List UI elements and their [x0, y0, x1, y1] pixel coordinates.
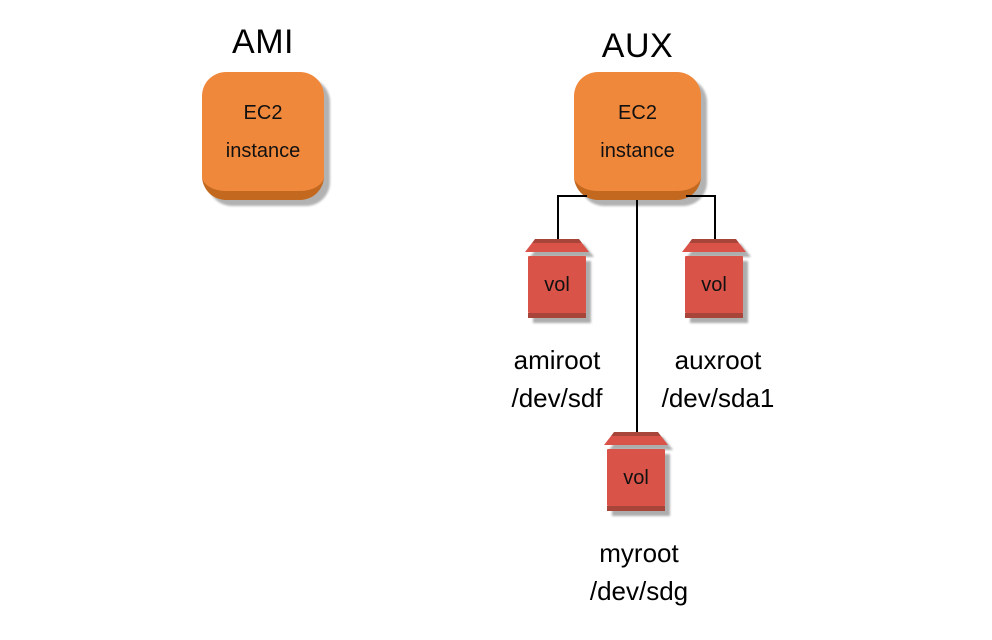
- volume-lid-edge: [611, 432, 661, 436]
- volume-device-label: /dev/sdg: [589, 576, 689, 606]
- connector-bottom-volume: [636, 200, 638, 436]
- volume-caption: amiroot /dev/sdf: [457, 341, 657, 417]
- volume-label: vol: [544, 274, 570, 296]
- volume-body: [528, 256, 586, 313]
- volume-icon: vol: [682, 239, 746, 318]
- volume-name-label: myroot: [599, 538, 679, 568]
- instance-label: instance: [225, 139, 301, 162]
- ec2-label: EC2: [243, 101, 283, 124]
- volume-base-edge: [528, 313, 586, 318]
- volume-name-label: auxroot: [674, 345, 762, 375]
- ec2-label: EC2: [618, 101, 657, 124]
- volume-caption: auxroot /dev/sda1: [618, 341, 818, 417]
- volume-name-label: amiroot: [513, 345, 601, 375]
- connector-left-volume: [557, 195, 587, 243]
- volume-device-label: /dev/sdf: [511, 383, 603, 413]
- volume-lid: [682, 243, 746, 252]
- volume-base-edge: [685, 313, 743, 318]
- volume-lid: [525, 243, 589, 252]
- volume-lid-edge: [689, 239, 739, 243]
- volume-body: [685, 256, 743, 313]
- volume-device-label: /dev/sda1: [661, 383, 775, 413]
- volume-lid: [604, 436, 668, 445]
- aux-group-title: AUX: [601, 27, 674, 65]
- volume-body: [607, 449, 665, 506]
- connector-right-volume: [686, 195, 716, 243]
- volume-caption: myroot /dev/sdg: [539, 534, 739, 610]
- instance-label: instance: [600, 139, 675, 162]
- ami-ec2-instance-node: EC2 instance: [202, 72, 324, 200]
- volume-label: vol: [623, 467, 649, 489]
- volume-icon: vol: [525, 239, 589, 318]
- ami-group-title: AMI: [232, 23, 294, 61]
- volume-icon: vol: [604, 432, 668, 511]
- volume-label: vol: [701, 274, 727, 296]
- volume-lid-edge: [532, 239, 582, 243]
- aux-ec2-instance-node: EC2 instance: [574, 72, 701, 200]
- volume-base-edge: [607, 506, 665, 511]
